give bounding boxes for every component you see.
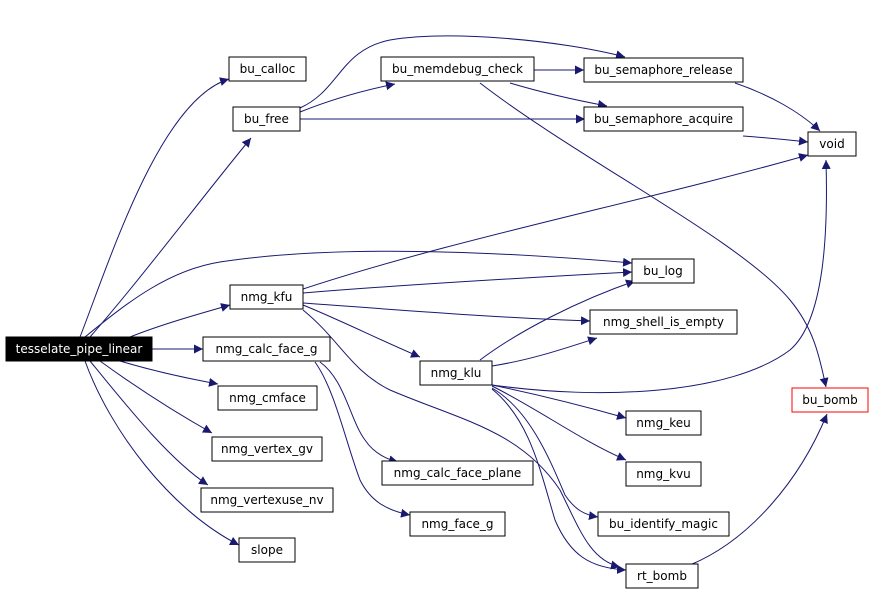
edge-nmg_calc_face_g-to-nmg_face_g bbox=[314, 361, 411, 518]
node-label: bu_log bbox=[643, 264, 683, 278]
edge-bu_free-to-bu_semaphore_release bbox=[299, 35, 626, 109]
node-nmg_calc_face_g[interactable]: nmg_calc_face_g bbox=[202, 336, 331, 362]
node-rt_bomb[interactable]: rt_bomb bbox=[625, 563, 699, 589]
node-label: bu_memdebug_check bbox=[392, 62, 523, 76]
node-nmg_cmface[interactable]: nmg_cmface bbox=[217, 385, 318, 411]
edge-nmg_kfu-to-rt_bomb bbox=[302, 309, 621, 570]
edge-bu_free-to-bu_memdebug_check bbox=[299, 81, 396, 113]
node-bu_semaphore_release[interactable]: bu_semaphore_release bbox=[583, 57, 744, 83]
node-tesselate_pipe_linear[interactable]: tesselate_pipe_linear bbox=[5, 336, 153, 362]
edge-bu_memdebug_check-to-bu_bomb bbox=[479, 82, 829, 388]
edge-nmg_klu-to-rt_bomb bbox=[491, 388, 627, 574]
edge-rt_bomb-to-bu_bomb bbox=[689, 413, 828, 566]
node-label: bu_free bbox=[244, 112, 289, 126]
node-label: bu_bomb bbox=[802, 393, 858, 407]
node-label: nmg_klu bbox=[431, 366, 482, 380]
node-label: nmg_kvu bbox=[636, 467, 691, 481]
node-label: bu_identify_magic bbox=[609, 517, 718, 531]
edge-bu_memdebug_check-to-bu_semaphore_acquire bbox=[509, 82, 608, 109]
edge-nmg_kfu-to-nmg_shell_is_empty bbox=[302, 302, 591, 326]
node-label: tesselate_pipe_linear bbox=[16, 342, 143, 356]
node-label: bu_semaphore_acquire bbox=[594, 112, 733, 126]
node-label: nmg_cmface bbox=[229, 391, 306, 405]
node-bu_semaphore_acquire[interactable]: bu_semaphore_acquire bbox=[583, 106, 744, 132]
node-nmg_keu[interactable]: nmg_keu bbox=[625, 410, 702, 436]
edge-nmg_kfu-to-void bbox=[299, 153, 809, 291]
node-bu_memdebug_check[interactable]: bu_memdebug_check bbox=[380, 56, 535, 82]
node-label: nmg_keu bbox=[636, 416, 690, 430]
node-label: nmg_calc_face_g bbox=[216, 342, 318, 356]
node-nmg_vertex_gv[interactable]: nmg_vertex_gv bbox=[211, 436, 323, 462]
edge-nmg_kfu-to-nmg_klu bbox=[302, 304, 421, 358]
node-bu_bomb[interactable]: bu_bomb bbox=[791, 387, 869, 413]
node-void[interactable]: void bbox=[807, 131, 857, 157]
node-bu_log[interactable]: bu_log bbox=[631, 258, 695, 284]
node-label: nmg_kfu bbox=[241, 290, 293, 304]
node-nmg_calc_face_plane[interactable]: nmg_calc_face_plane bbox=[381, 460, 534, 486]
node-nmg_vertexuse_nv[interactable]: nmg_vertexuse_nv bbox=[200, 487, 334, 513]
node-bu_calloc[interactable]: bu_calloc bbox=[228, 56, 307, 82]
node-label: bu_calloc bbox=[240, 62, 296, 76]
edge-tesselate-to-bu_log bbox=[84, 250, 633, 338]
node-label: nmg_shell_is_empty bbox=[603, 315, 724, 329]
node-nmg_klu[interactable]: nmg_klu bbox=[419, 360, 493, 386]
edge-nmg_kfu-to-bu_log bbox=[302, 267, 633, 294]
node-label: nmg_face_g bbox=[421, 517, 493, 531]
node-label: nmg_vertexuse_nv bbox=[210, 493, 323, 507]
node-nmg_kfu[interactable]: nmg_kfu bbox=[229, 284, 304, 310]
node-bu_free[interactable]: bu_free bbox=[232, 106, 301, 132]
edge-nmg_klu-to-void bbox=[491, 159, 831, 394]
node-label: nmg_calc_face_plane bbox=[394, 466, 522, 480]
edge-nmg_klu-to-nmg_kvu bbox=[491, 385, 627, 461]
node-nmg_shell_is_empty[interactable]: nmg_shell_is_empty bbox=[589, 309, 738, 335]
edges bbox=[79, 35, 831, 574]
edge-tesselate-to-bu_calloc bbox=[79, 77, 230, 338]
edge-nmg_klu-to-bu_log bbox=[479, 279, 636, 361]
edge-nmg_klu-to-nmg_shell_is_empty bbox=[491, 336, 598, 367]
edge-tesselate-to-nmg_kfu bbox=[129, 303, 231, 338]
edge-tesselate-to-nmg_cmface bbox=[119, 360, 219, 387]
node-label: void bbox=[819, 137, 844, 151]
node-label: nmg_vertex_gv bbox=[221, 442, 313, 456]
edge-nmg_klu-to-nmg_keu bbox=[491, 384, 627, 420]
node-slope[interactable]: slope bbox=[238, 537, 296, 563]
edge-nmg_calc_face_g-to-nmg_calc_face_plane bbox=[319, 361, 399, 465]
node-nmg_kvu[interactable]: nmg_kvu bbox=[625, 461, 702, 487]
node-label: slope bbox=[251, 543, 283, 557]
edge-tesselate-to-bu_free bbox=[89, 137, 252, 338]
edge-bu_semaphore_acquire-to-void bbox=[742, 135, 809, 146]
edge-tesselate-to-nmg_vertex_gv bbox=[99, 360, 213, 434]
node-nmg_face_g[interactable]: nmg_face_g bbox=[409, 511, 506, 537]
nodes: tesselate_pipe_linear bu_calloc bu_free … bbox=[5, 56, 869, 589]
edge-tesselate-to-nmg_vertexuse_nv bbox=[89, 360, 209, 486]
edge-nmg_klu-to-bu_identify_magic bbox=[491, 387, 599, 521]
node-label: bu_semaphore_release bbox=[594, 63, 732, 77]
node-label: rt_bomb bbox=[637, 569, 687, 583]
edge-bu_semaphore_release-to-void bbox=[734, 82, 821, 132]
node-bu_identify_magic[interactable]: bu_identify_magic bbox=[597, 511, 730, 537]
edge-tesselate-to-slope bbox=[84, 360, 240, 546]
